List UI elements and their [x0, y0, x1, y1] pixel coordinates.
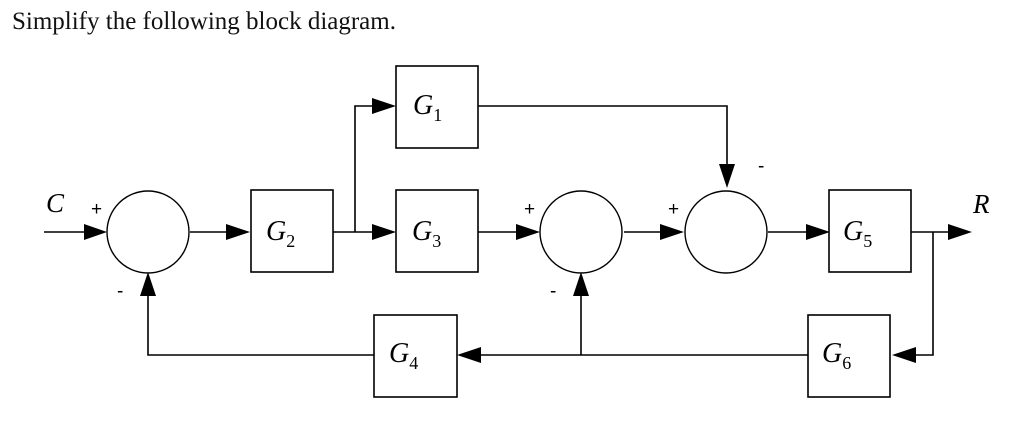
- arrowhead-g3: [372, 224, 396, 240]
- arrowhead-g6: [892, 347, 916, 363]
- arrowhead-s2-bottom: [573, 272, 589, 296]
- junction-1-minus-sign: -: [117, 281, 123, 302]
- junction-3-minus-sign: -: [758, 156, 764, 177]
- wire-g1-s3: [478, 105, 728, 178]
- wire-g4-s1: [147, 282, 374, 356]
- block-g3: G3: [395, 189, 479, 273]
- block-g4: G4: [373, 314, 458, 398]
- arrowhead-output: [948, 224, 972, 240]
- junction-2-minus-sign: -: [550, 281, 556, 302]
- svg-text:G6: G6: [822, 338, 851, 373]
- junction-3-plus-sign: +: [668, 199, 679, 220]
- arrowhead-s3-left: [660, 224, 684, 240]
- svg-text:G1: G1: [413, 90, 442, 125]
- arrowhead-s1-bottom: [140, 272, 156, 296]
- junction-1-plus-sign: +: [91, 199, 102, 220]
- block-g1: G1: [395, 65, 479, 149]
- svg-text:G2: G2: [266, 216, 295, 251]
- arrowhead-s2-left: [516, 224, 540, 240]
- junction-2-plus-sign: +: [524, 199, 535, 220]
- svg-text:G5: G5: [843, 216, 872, 251]
- summing-junction-2: [539, 190, 623, 274]
- arrowhead-g5: [806, 224, 830, 240]
- problem-heading: Simplify the following block diagram.: [12, 8, 396, 35]
- svg-text:G3: G3: [412, 216, 441, 251]
- output-signal-label: R: [972, 189, 990, 219]
- arrowhead-g4: [457, 347, 481, 363]
- arrowhead-g1: [372, 98, 396, 114]
- block-g2: G2: [250, 189, 334, 273]
- arrowhead-s3-top: [719, 164, 735, 188]
- block-g6: G6: [807, 314, 891, 398]
- svg-text:G4: G4: [389, 338, 418, 373]
- block-g5: G5: [828, 189, 912, 273]
- arrowhead-input: [84, 224, 107, 240]
- wire-branch-g1: [354, 105, 386, 232]
- input-signal-label: C: [46, 188, 65, 218]
- arrowhead-g2: [226, 224, 250, 240]
- summing-junction-1: [106, 190, 190, 274]
- summing-junction-3: [684, 190, 768, 274]
